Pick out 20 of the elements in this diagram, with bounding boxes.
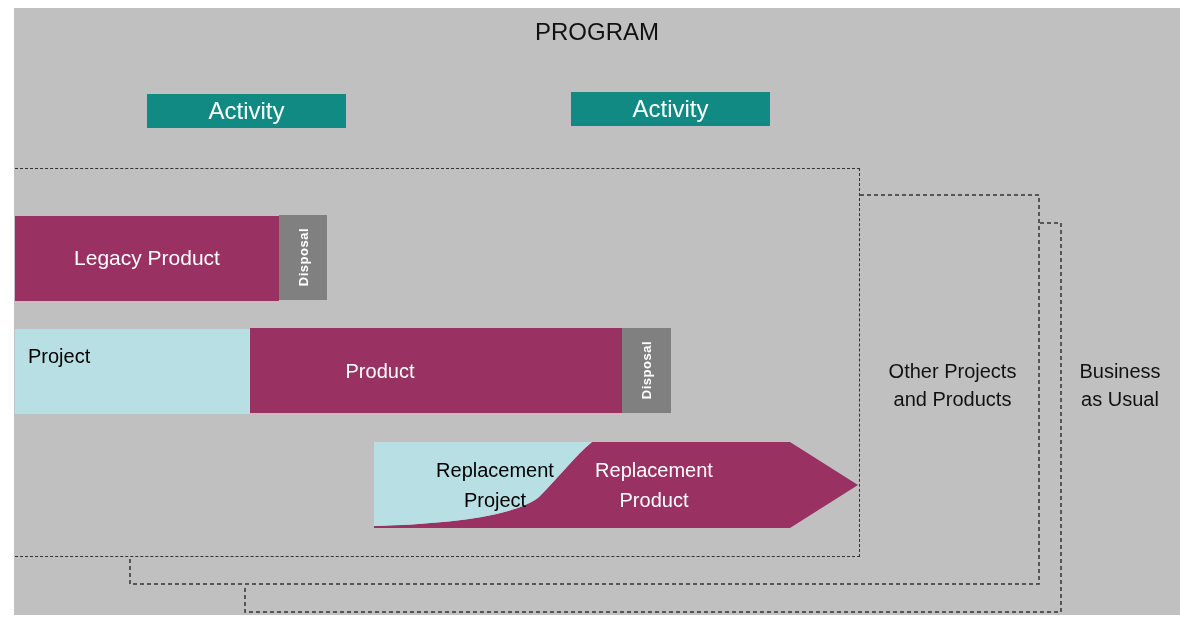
project-area: [374, 442, 594, 528]
disposal-bar: [622, 328, 671, 413]
project-area: [15, 329, 250, 414]
dashed-frame: [15, 168, 860, 557]
bar-label: Disposal: [639, 341, 654, 400]
activity-box: Activity: [147, 94, 346, 128]
product-bar: [374, 442, 860, 528]
bar-label: Disposal: [295, 228, 311, 287]
bar-label: Legacy Product: [73, 246, 221, 270]
bar-label: Project: [28, 344, 91, 369]
dashed-frame: [245, 223, 1062, 613]
activity-box: Activity: [571, 92, 770, 126]
bar-label: Replacement Project: [435, 458, 555, 513]
diagram-title: PROGRAM: [534, 18, 660, 46]
product-bar: [250, 328, 622, 413]
bar-label: Replacement Product: [594, 458, 714, 513]
legacy-product-bar: [15, 216, 279, 301]
frame-label: Other Projects and Products: [887, 359, 1018, 412]
frame-label: Business as Usual: [1078, 359, 1162, 412]
bar-label: Product: [344, 359, 416, 384]
